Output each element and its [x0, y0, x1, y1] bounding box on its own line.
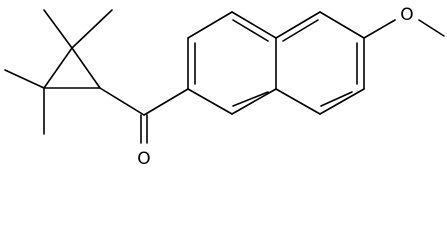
chemical-structure: O O: [4, 5, 445, 169]
ketone-group: O: [99, 87, 189, 169]
aromatic-bond: [275, 11, 321, 39]
methyl-bond: [4, 69, 45, 89]
aromatic-bond: [319, 88, 365, 115]
aromatic-bond: [319, 11, 365, 39]
naphthalene-left-ring: [187, 11, 277, 115]
aromatic-double-bond: [232, 19, 269, 42]
aromatic-bond: [275, 88, 321, 115]
ring-bond-right: [71, 47, 101, 89]
aromatic-double-bond: [282, 19, 319, 42]
aromatic-bond: [231, 88, 277, 115]
aryl-oxygen-bond: [363, 19, 396, 39]
methoxy-oxygen-label: O: [400, 5, 413, 25]
carbonyl-aryl-bond: [143, 88, 189, 116]
methyl-bond: [43, 9, 73, 49]
aromatic-double-bond: [232, 91, 269, 107]
aromatic-double-bond: [320, 91, 353, 107]
aromatic-bond: [187, 88, 233, 115]
oxygen-methyl-bond: [418, 19, 445, 37]
methoxy-group: O: [363, 5, 445, 39]
naphthalene-right-ring: [275, 11, 365, 115]
carbonyl-oxygen-label: O: [137, 149, 150, 169]
aromatic-bond: [187, 11, 233, 39]
ring-bond-top: [43, 47, 73, 89]
methyl-bond: [71, 9, 113, 49]
cyclopropane-ring: [43, 47, 101, 89]
cyclopropyl-carbonyl-bond: [99, 87, 145, 116]
methyl-groups: [4, 9, 113, 135]
aromatic-bond: [231, 11, 277, 39]
